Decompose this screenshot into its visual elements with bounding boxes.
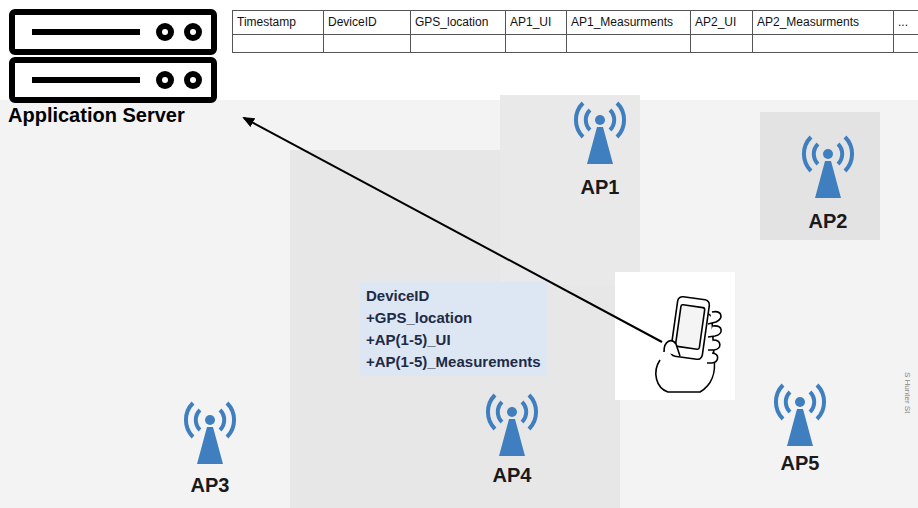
node-label: AP5 bbox=[781, 452, 820, 475]
table-header: ... bbox=[893, 10, 918, 35]
access-point: AP5 bbox=[779, 452, 822, 475]
message-field: +AP(1-5)_UI bbox=[366, 329, 541, 351]
message-field: +AP(1-5)_Measurements bbox=[366, 351, 541, 373]
table-header: AP1_UI bbox=[505, 10, 567, 35]
building-block bbox=[500, 95, 640, 285]
server-label: Application Server bbox=[6, 104, 187, 127]
node-label: AP3 bbox=[191, 474, 230, 497]
node-label: AP4 bbox=[493, 464, 532, 487]
ap-icon bbox=[776, 385, 824, 446]
ap-icon bbox=[488, 395, 536, 456]
phone-in-hand bbox=[656, 296, 721, 392]
access-point: AP4 bbox=[491, 464, 534, 487]
table-header: Timestamp bbox=[232, 10, 324, 35]
table-empty-row bbox=[233, 35, 918, 53]
message-field: +GPS_location bbox=[366, 307, 541, 329]
map-ground bbox=[0, 100, 918, 508]
server-icon bbox=[12, 12, 214, 52]
ap-icon bbox=[186, 403, 234, 464]
message-field: DeviceID bbox=[366, 285, 541, 307]
table-header: AP2_UI bbox=[690, 10, 753, 35]
access-point: AP1 bbox=[579, 176, 622, 199]
table-header: DeviceID bbox=[323, 10, 411, 35]
server-icon bbox=[12, 60, 214, 100]
access-point: AP3 bbox=[189, 474, 232, 497]
table-header: AP2_Measurments bbox=[752, 10, 894, 35]
node-label: AP2 bbox=[809, 210, 848, 233]
node-label: AP1 bbox=[581, 176, 620, 199]
ap-icon bbox=[576, 103, 624, 164]
building-block bbox=[760, 112, 880, 240]
node-label: Application Server bbox=[8, 104, 185, 127]
table-header: AP1_Measurments bbox=[566, 10, 691, 35]
table-header: GPS_location bbox=[410, 10, 506, 35]
message-box: DeviceID+GPS_location+AP(1-5)_UI+AP(1-5)… bbox=[360, 282, 547, 376]
phone-panel bbox=[615, 272, 735, 400]
ap-icon bbox=[804, 137, 852, 198]
access-point: AP2 bbox=[807, 210, 850, 233]
street-name: S Hunter St bbox=[903, 372, 912, 413]
